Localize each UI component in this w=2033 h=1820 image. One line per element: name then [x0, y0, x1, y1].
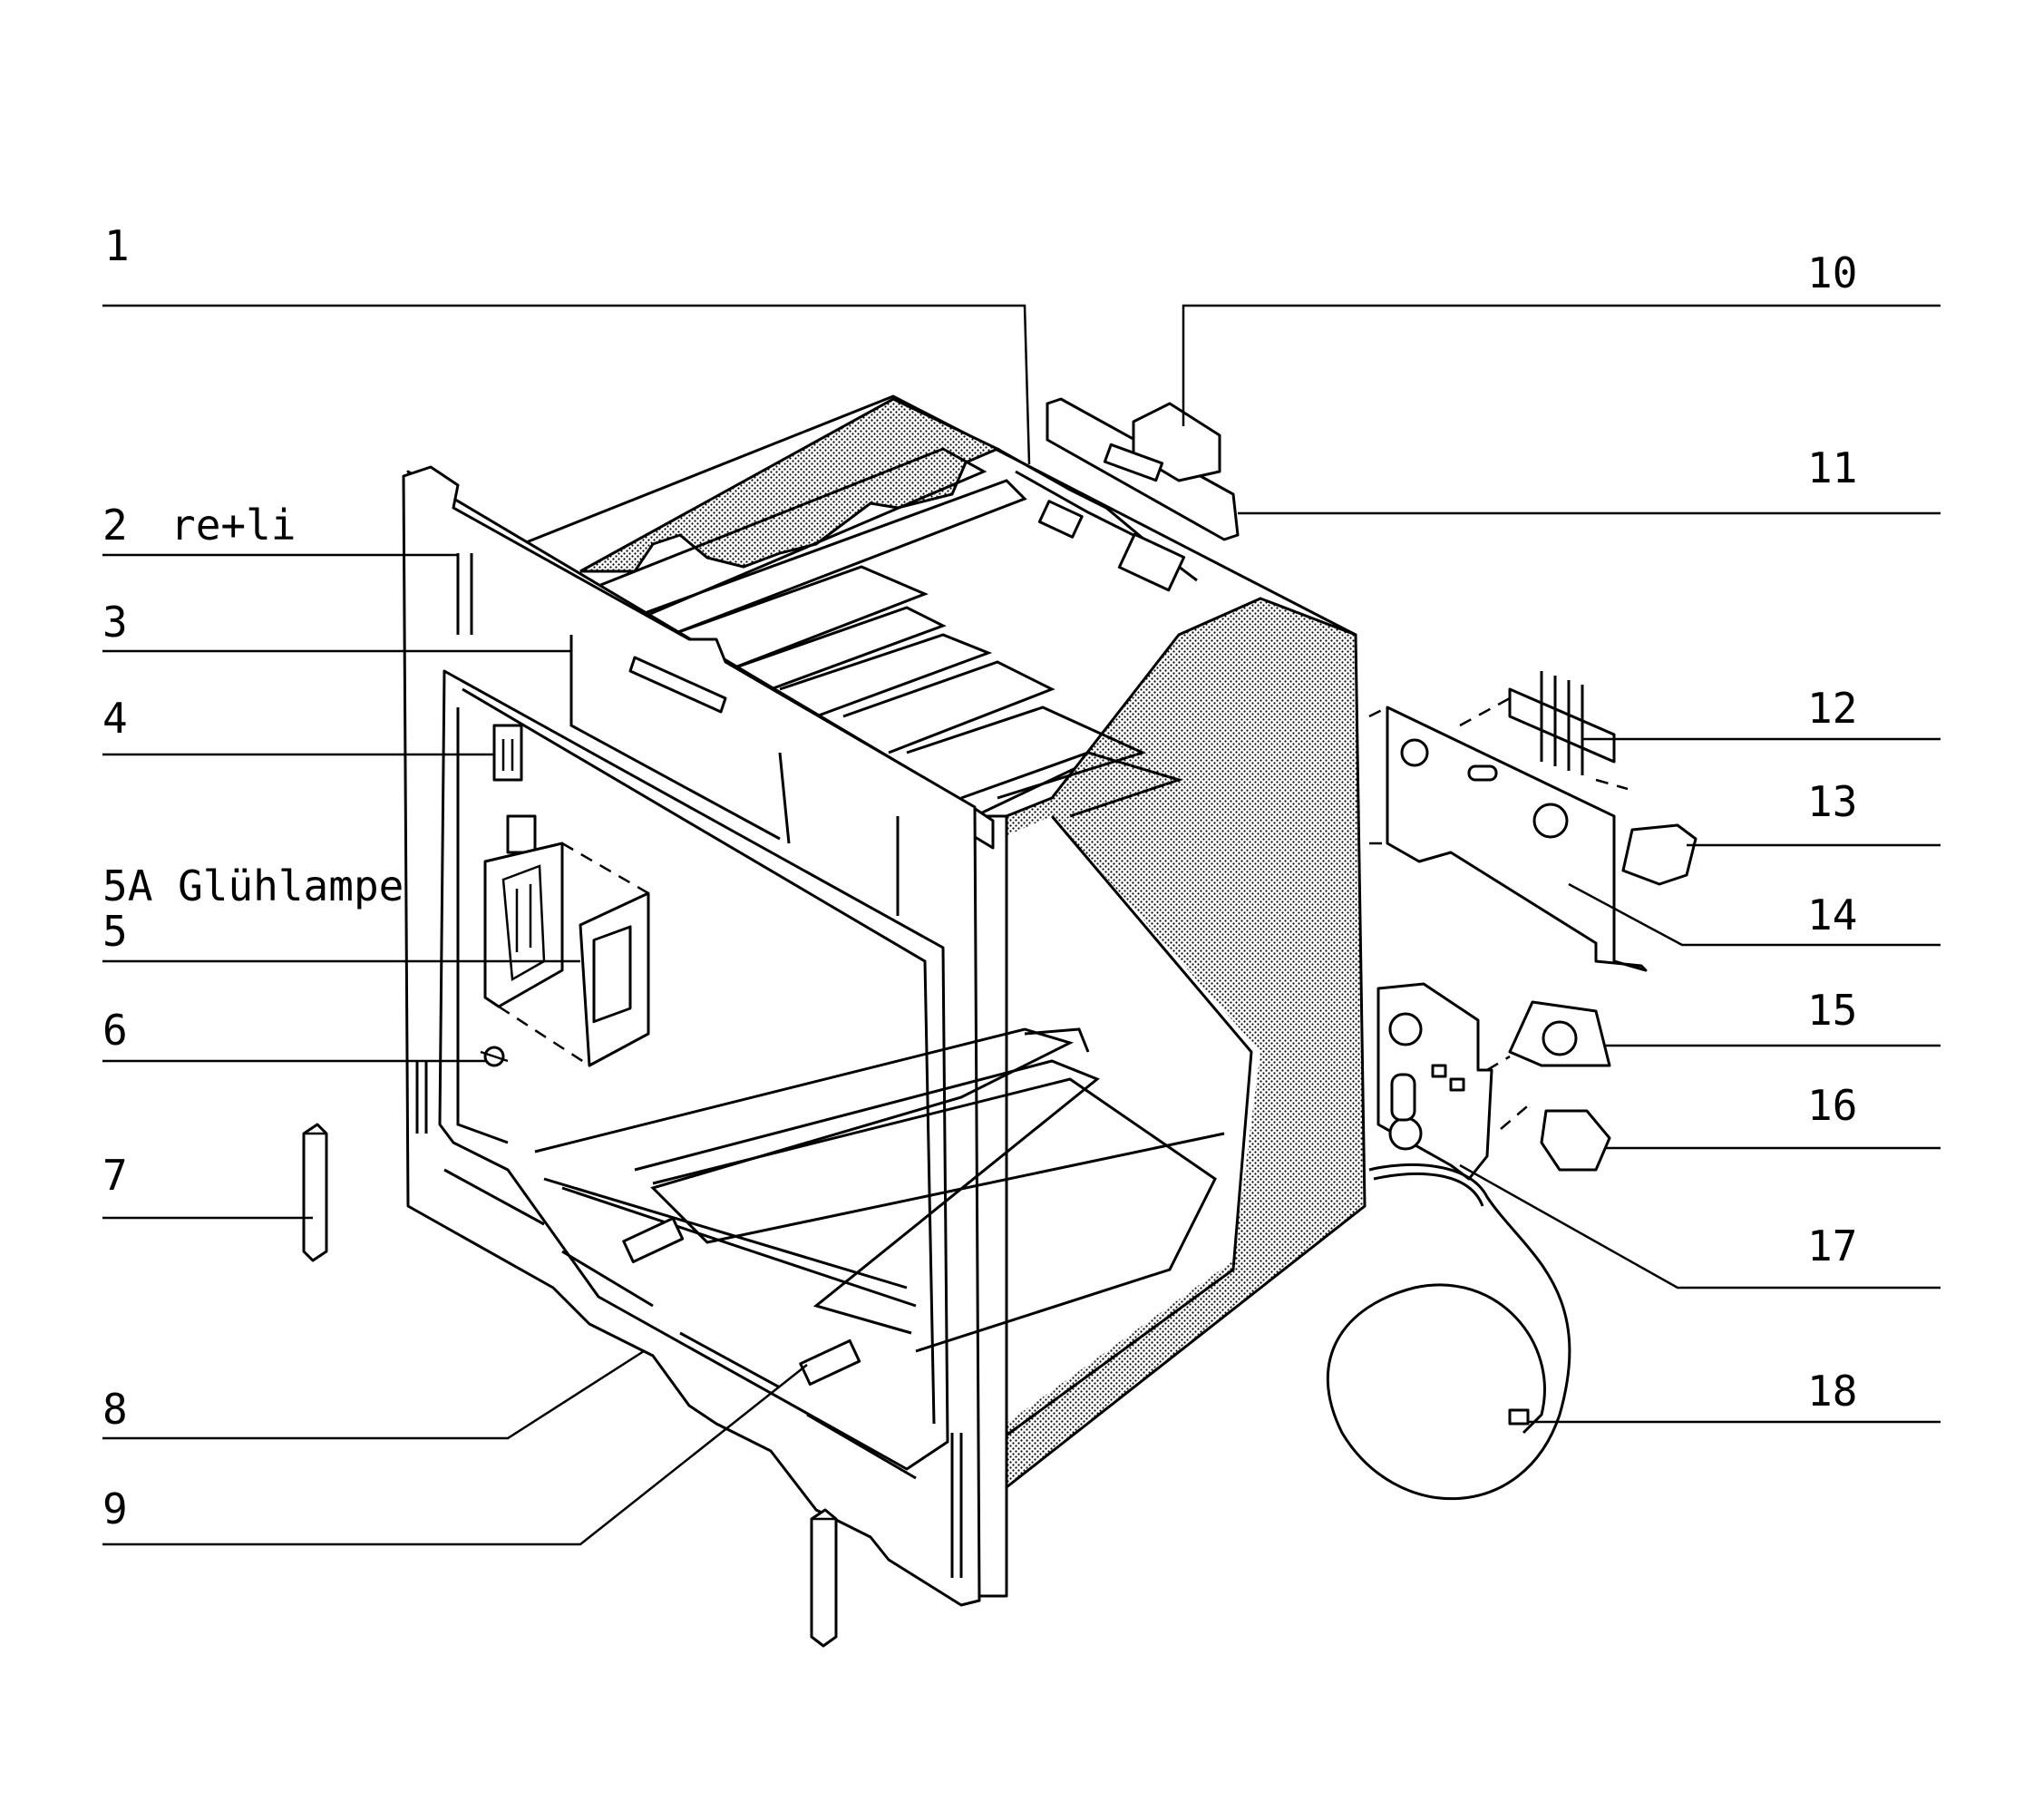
leader-14 — [1568, 882, 1941, 947]
label-17: 17 — [1807, 1221, 1857, 1270]
terminal-block-part-12 — [1508, 687, 1616, 764]
part-16 — [1540, 1109, 1611, 1172]
label-13: 13 — [1807, 777, 1857, 826]
rear-panel-parts — [1326, 671, 1697, 1500]
foot-bottom — [810, 1508, 838, 1648]
label-8: 8 — [102, 1385, 128, 1434]
part-labels: 1 2 re+li 3 4 5A Glühlampe 5 6 7 8 9 10 … — [102, 221, 1857, 1533]
label-18: 18 — [1807, 1367, 1857, 1416]
top-parts — [1046, 397, 1240, 541]
label-11: 11 — [1807, 443, 1857, 492]
leader-8 — [102, 1349, 645, 1440]
foot-part-7 — [302, 1123, 328, 1262]
label-2: 2 — [102, 501, 128, 550]
plate-part-14 — [1386, 706, 1648, 972]
leader-lines — [102, 304, 1941, 1546]
oven-feet — [302, 1123, 838, 1648]
label-2-note: re+li — [170, 501, 296, 550]
label-10: 10 — [1807, 248, 1857, 297]
label-4: 4 — [102, 694, 128, 743]
lamp-assembly — [480, 724, 650, 1067]
lamp-bulb-cap — [506, 814, 537, 854]
label-9: 9 — [102, 1484, 128, 1533]
leader-10 — [1182, 304, 1941, 426]
leader-17 — [1459, 1163, 1941, 1290]
lamp-holder-part-4 — [492, 724, 523, 782]
label-6: 6 — [102, 1006, 128, 1055]
label-7: 7 — [102, 1151, 128, 1200]
power-cable-part-18 — [1326, 1163, 1571, 1500]
label-14: 14 — [1807, 891, 1857, 939]
label-12: 12 — [1807, 684, 1857, 733]
label-15: 15 — [1807, 986, 1857, 1035]
leader-1 — [102, 304, 1031, 465]
leader-9 — [102, 1364, 808, 1546]
top-heating-element — [588, 447, 1183, 818]
bottom-heating-element — [534, 1027, 1225, 1386]
label-5: 5 — [102, 907, 128, 956]
label-3: 3 — [102, 598, 128, 647]
switch-part-13 — [1621, 823, 1697, 886]
label-5a: 5A Glühlampe — [102, 861, 404, 910]
label-1: 1 — [104, 221, 130, 270]
label-16: 16 — [1807, 1081, 1857, 1130]
front-frame — [402, 465, 981, 1607]
